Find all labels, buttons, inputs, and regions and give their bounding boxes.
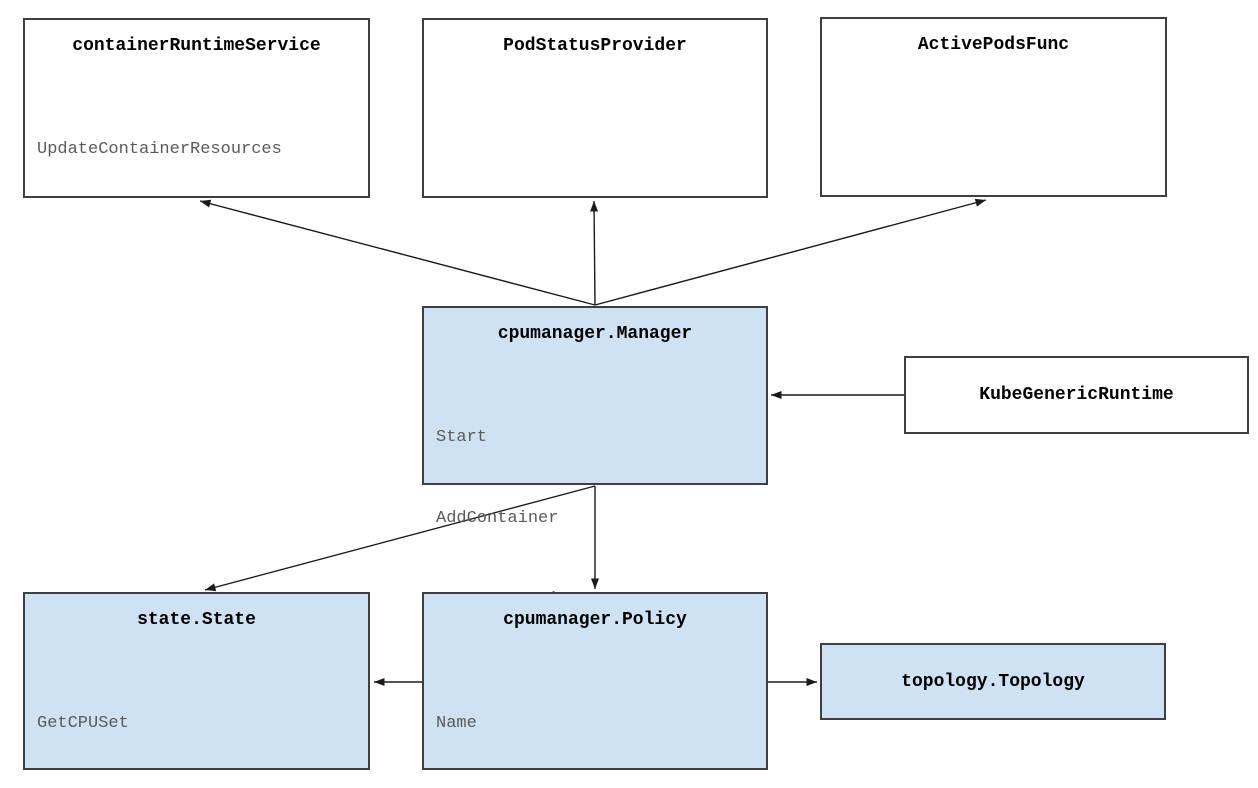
- node-method: UpdateContainerResources: [37, 140, 282, 159]
- node-pod-status-provider: PodStatusProvider: [422, 18, 768, 198]
- node-title: topology.Topology: [901, 671, 1085, 692]
- node-title: PodStatusProvider: [503, 36, 687, 56]
- node-title: cpumanager.Policy: [503, 610, 687, 630]
- node-method: AddContainer: [436, 509, 559, 528]
- node-container-runtime-service: containerRuntimeService UpdateContainerR…: [23, 18, 370, 198]
- node-title: state.State: [137, 610, 256, 630]
- node-kube-generic-runtime: KubeGenericRuntime: [904, 356, 1249, 434]
- node-topology-topology: topology.Topology: [820, 643, 1166, 720]
- arrow-manager-to-pod-status-provider: [590, 200, 599, 306]
- node-active-pods-func: ActivePodsFunc: [820, 17, 1167, 197]
- node-methods: GetCPUSet GetDefaultCPUSet SetCPUSet Set…: [25, 656, 368, 788]
- node-cpumanager-manager: cpumanager.Manager Start AddContainer Re…: [422, 306, 768, 690]
- node-state-state: state.State GetCPUSet GetDefaultCPUSet S…: [23, 592, 370, 770]
- node-title: ActivePodsFunc: [917, 35, 1070, 55]
- node-method: GetCPUSet: [37, 714, 129, 733]
- node-cpumanager-policy: cpumanager.Policy Name AddContainer Remo…: [422, 592, 768, 770]
- arrow-manager-to-active-pods-func: [594, 198, 987, 306]
- node-method: Name: [436, 714, 477, 733]
- node-method: Start: [436, 428, 488, 447]
- node-methods: UpdateContainerResources: [25, 82, 368, 217]
- node-title: containerRuntimeService: [72, 36, 321, 56]
- node-methods: Name AddContainer RemoveContainer: [424, 656, 766, 788]
- node-title: KubeGenericRuntime: [979, 385, 1174, 405]
- node-title: cpumanager.Manager: [497, 324, 693, 344]
